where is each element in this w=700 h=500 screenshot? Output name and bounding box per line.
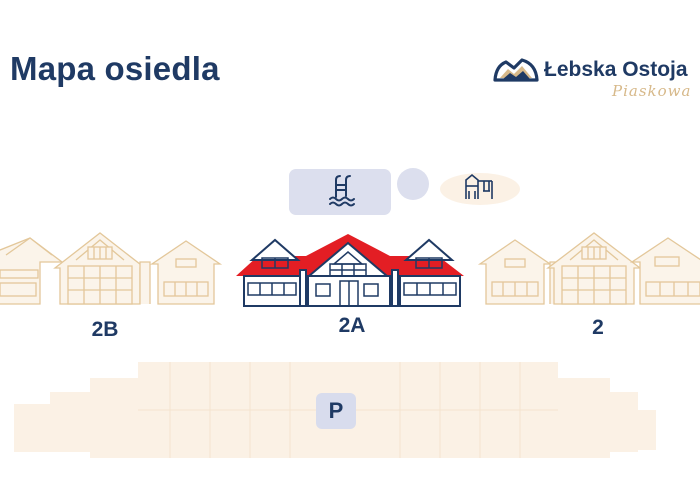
parking-area[interactable] (14, 362, 656, 458)
circle-feature[interactable] (397, 168, 429, 200)
pool-amenity[interactable] (289, 169, 391, 215)
logo-subtitle: Piaskowa (612, 82, 692, 100)
building-2A[interactable] (236, 234, 464, 307)
building-label-2B: 2B (91, 318, 119, 341)
playground-amenity[interactable] (440, 173, 520, 205)
playground-icon (465, 173, 493, 199)
logo: Łebska Ostoja Piaskowa (492, 52, 700, 104)
parking-badge[interactable]: P (316, 393, 356, 429)
building-2[interactable] (477, 232, 700, 305)
logo-name: Łebska Ostoja (544, 58, 688, 81)
page-title: Mapa osiedla (10, 50, 220, 87)
building-label-2: 2 (592, 316, 604, 339)
logo-mountain-icon (493, 58, 539, 82)
building-2B[interactable] (0, 232, 223, 305)
pool-icon (329, 175, 355, 207)
building-label-2A: 2A (338, 314, 366, 337)
